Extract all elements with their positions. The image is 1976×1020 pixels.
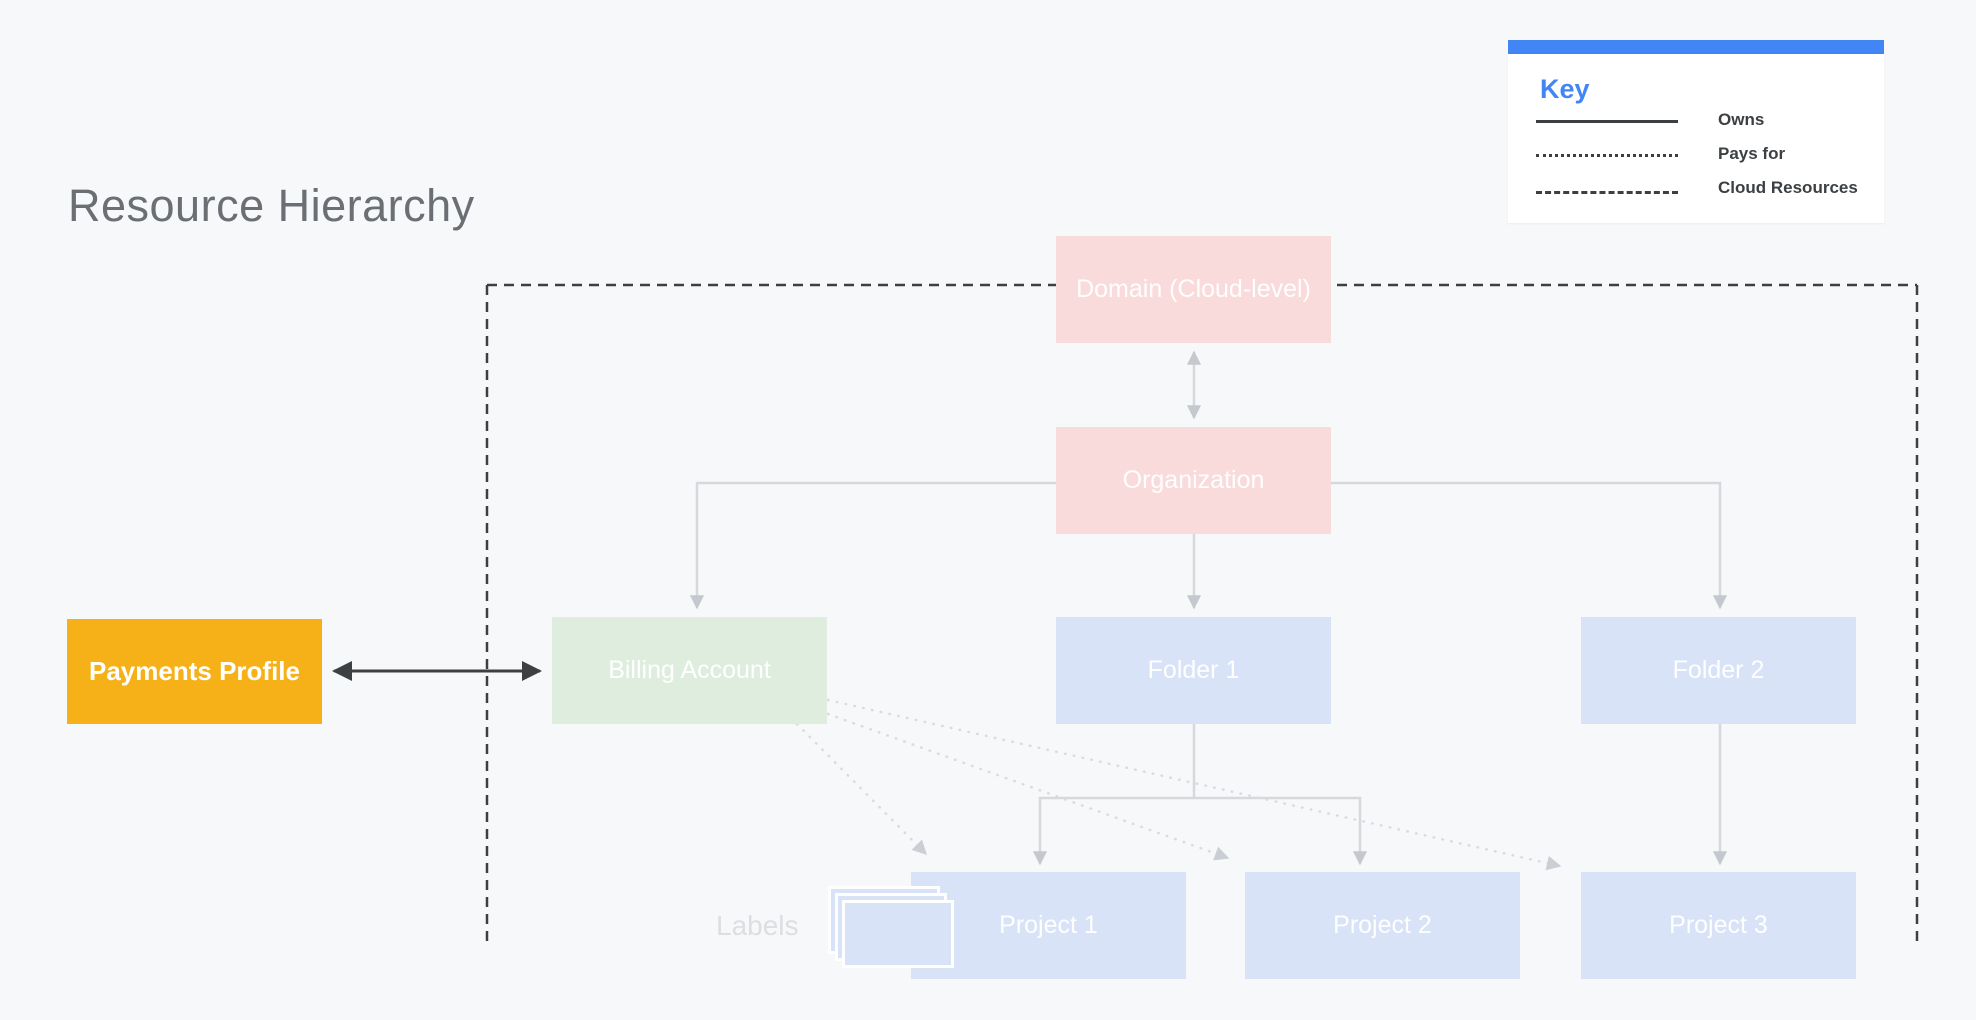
legend-label-pays-for: Pays for (1718, 144, 1786, 163)
domain-node: Domain (Cloud-level) (1056, 236, 1331, 343)
legend-label-cloud-resources: Cloud Resources (1718, 178, 1858, 197)
payments-profile-node-label: Payments Profile (89, 656, 300, 686)
folder2-node: Folder 2 (1581, 617, 1856, 724)
pays-for-line-sample (1536, 154, 1678, 157)
billing-account-node-label: Billing Account (608, 656, 771, 684)
label-card-front (842, 900, 954, 968)
project1-node-label: Project 1 (999, 911, 1098, 939)
legend-title: Key (1540, 74, 1590, 104)
page-title: Resource Hierarchy (68, 180, 475, 231)
domain-node-label: Domain (Cloud-level) (1076, 275, 1311, 303)
cloud-resources-line-sample (1536, 191, 1678, 194)
legend: Key Owns Pays for Cloud Resources (1508, 40, 1884, 223)
owns-line-sample (1536, 120, 1678, 123)
payments-profile-node: Payments Profile (67, 619, 322, 724)
edge-folder1-project1 (1032, 724, 1196, 866)
edge-billing-project2-paysfor (826, 712, 1230, 861)
project1-node: Project 1 (911, 872, 1186, 979)
legend-label-owns: Owns (1718, 110, 1765, 129)
labels-stack-icon (828, 886, 960, 974)
edge-folder1-project2 (1194, 796, 1368, 866)
folder1-node-label: Folder 1 (1147, 656, 1240, 684)
folder2-node-label: Folder 2 (1672, 656, 1765, 684)
billing-account-node: Billing Account (552, 617, 827, 724)
organization-node-label: Organization (1122, 466, 1265, 494)
edge-billing-project1-paysfor (795, 722, 928, 856)
folder1-node: Folder 1 (1056, 617, 1331, 724)
project3-node-label: Project 3 (1669, 911, 1768, 939)
edge-billing-project3-paysfor (826, 698, 1562, 871)
legend-accent-bar (1508, 40, 1884, 54)
project2-node: Project 2 (1245, 872, 1520, 979)
project2-node-label: Project 2 (1333, 911, 1432, 939)
edge-organization-billing (689, 481, 1056, 610)
labels-caption: Labels (716, 910, 799, 941)
organization-node: Organization (1056, 427, 1331, 534)
edge-organization-folder2 (1331, 481, 1728, 610)
project3-node: Project 3 (1581, 872, 1856, 979)
legend-body: Key Owns Pays for Cloud Resources (1508, 54, 1884, 223)
